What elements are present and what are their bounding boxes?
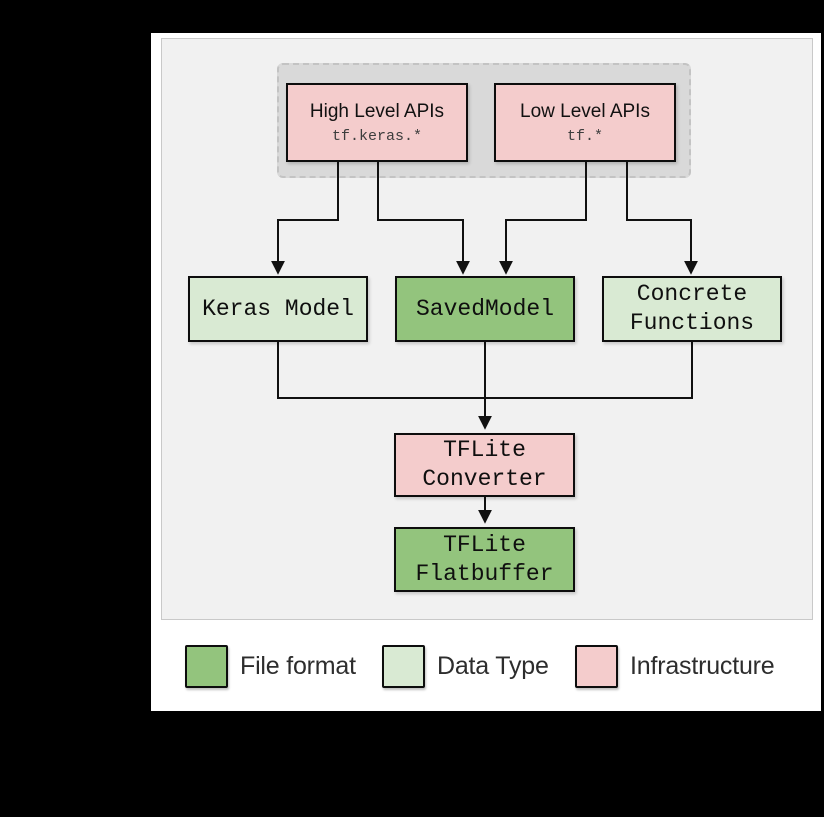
legend-label-file-format: File format [240,652,356,680]
legend: File format Data Type Infrastructure [151,645,821,688]
connector-high-apis-to-keras-model [271,162,339,275]
legend-swatch-file-format [185,645,228,688]
node-keras-model-label: Keras Model [202,295,354,322]
legend-label-infrastructure: Infrastructure [630,652,775,680]
legend-label-data-type: Data Type [437,652,549,680]
legend-swatch-data-type [382,645,425,688]
tflite-conversion-diagram: High Level APIs tf.keras.* Low Level API… [161,38,813,620]
node-high-level-apis-code: tf.keras.* [331,127,422,145]
connector-lines [271,162,698,524]
node-concrete-functions: Concrete Functions [602,276,782,342]
legend-item-data-type: Data Type [382,645,549,688]
connector-low-apis-to-saved-model [499,162,587,275]
node-high-level-apis-title: High Level APIs [309,100,445,122]
node-low-level-apis: Low Level APIs tf.* [494,83,676,162]
node-saved-model-label: SavedModel [415,295,555,322]
legend-item-file-format: File format [185,645,356,688]
node-tflite-flatbuffer: TFLite Flatbuffer [394,527,575,592]
connector-high-apis-to-saved-model [377,162,470,275]
node-concrete-functions-label: Concrete Functions [629,281,755,336]
node-high-level-apis: High Level APIs tf.keras.* [286,83,468,162]
node-low-level-apis-title: Low Level APIs [520,100,650,122]
node-tflite-converter: TFLite Converter [394,433,575,497]
node-saved-model: SavedModel [395,276,575,342]
node-low-level-apis-code: tf.* [566,127,603,145]
node-tflite-flatbuffer-label: TFLite Flatbuffer [415,531,554,587]
legend-swatch-infrastructure [575,645,618,688]
legend-item-infrastructure: Infrastructure [575,645,775,688]
slide-panel: High Level APIs tf.keras.* Low Level API… [151,33,821,711]
node-keras-model: Keras Model [188,276,368,342]
node-tflite-converter-label: TFLite Converter [422,437,547,492]
connector-low-apis-to-concrete-functions [626,162,698,275]
